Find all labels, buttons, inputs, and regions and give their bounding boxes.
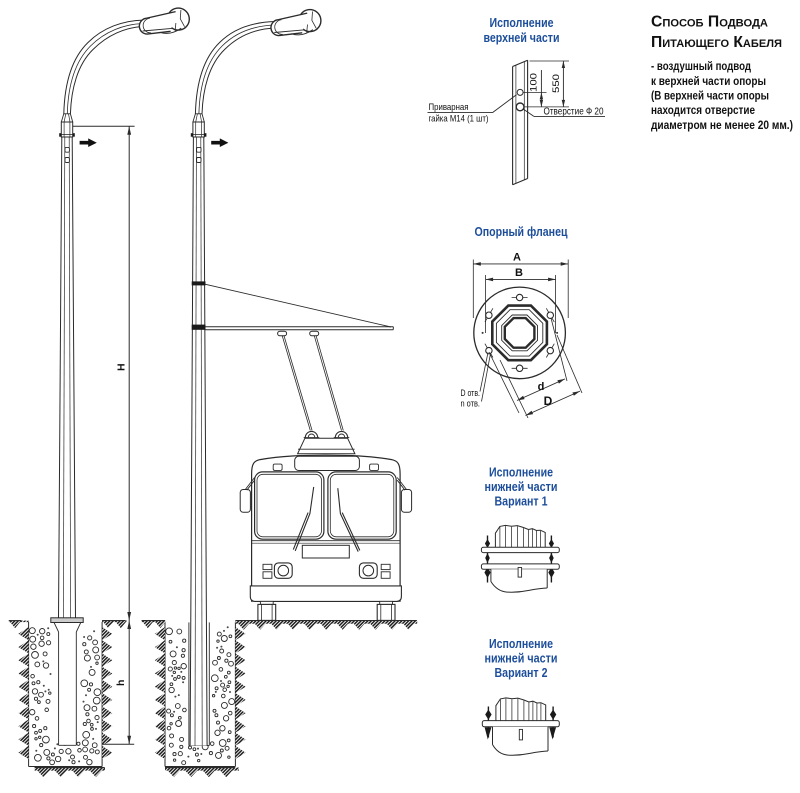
svg-text:Исполнение: Исполнение: [490, 15, 554, 30]
svg-text:верхней части: верхней части: [484, 30, 560, 45]
svg-text:Вариант 1: Вариант 1: [495, 493, 548, 508]
svg-text:Опорный фланец: Опорный фланец: [475, 224, 568, 239]
svg-text:n отв.: n отв.: [461, 399, 481, 410]
svg-text:d: d: [538, 381, 545, 393]
svg-text:нижней части: нижней части: [485, 479, 558, 494]
svg-text:550: 550: [551, 74, 562, 93]
svg-text:Исполнение: Исполнение: [489, 636, 553, 651]
svg-text:- воздушный подвод: - воздушный подвод: [651, 59, 751, 73]
svg-text:Вариант 2: Вариант 2: [495, 665, 548, 680]
svg-text:находится отверстие: находится отверстие: [651, 103, 755, 117]
svg-text:к верхней части опоры: к верхней части опоры: [651, 74, 766, 88]
svg-text:A: A: [513, 252, 521, 264]
svg-text:Приварная: Приварная: [429, 102, 469, 113]
svg-text:диаметром не менее 20 мм.): диаметром не менее 20 мм.): [651, 118, 793, 132]
svg-text:Отверстие Ф 20: Отверстие Ф 20: [544, 106, 604, 117]
svg-text:D: D: [544, 394, 553, 408]
svg-text:100: 100: [528, 73, 539, 92]
svg-text:Способ Подвода: Способ Подвода: [651, 13, 768, 30]
svg-text:Исполнение: Исполнение: [489, 465, 553, 480]
svg-text:B: B: [515, 267, 523, 279]
svg-text:нижней части: нижней части: [485, 651, 558, 666]
svg-text:h: h: [115, 680, 127, 686]
svg-text:D отв.: D отв.: [461, 388, 481, 399]
svg-text:гайка М14 (1 шт): гайка М14 (1 шт): [429, 113, 489, 124]
svg-text:H: H: [115, 363, 127, 371]
svg-text:(В верхней части опоры: (В верхней части опоры: [651, 89, 769, 103]
svg-text:Питающего Кабеля: Питающего Кабеля: [651, 34, 782, 51]
